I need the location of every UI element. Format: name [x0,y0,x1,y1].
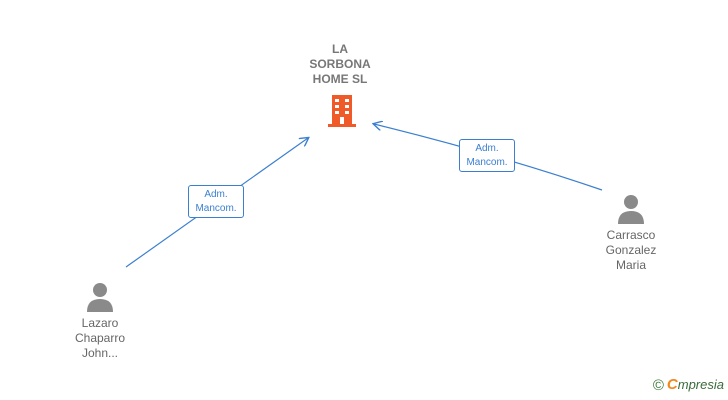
person-lazaro[interactable]: Lazaro Chaparro John... [45,281,155,361]
person-name: Carrasco Gonzalez Maria [605,228,657,272]
role-badge-carrasco[interactable]: Adm. Mancom. [459,139,515,172]
company-name[interactable]: LA SORBONA HOME SL [309,42,371,86]
person-name: Lazaro Chaparro John... [74,316,126,360]
copyright-icon: © [652,377,664,394]
brand-logo[interactable]: ©Cmpresia [653,376,724,394]
brand-initial: C [666,376,678,393]
building-icon[interactable] [326,94,358,128]
person-icon [618,195,644,224]
brand-name: mpresia [677,377,724,392]
person-icon [87,283,113,312]
person-carrasco[interactable]: Carrasco Gonzalez Maria [576,193,686,273]
role-badge-lazaro[interactable]: Adm. Mancom. [188,185,244,218]
